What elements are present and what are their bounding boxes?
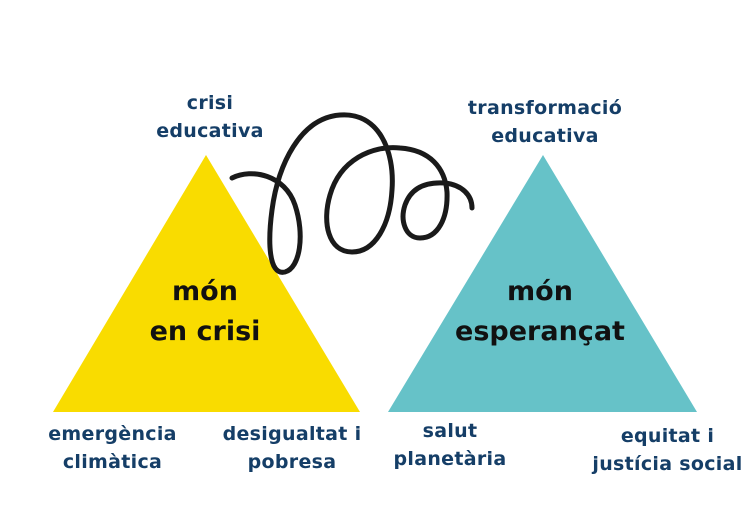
hope-title-line1: món [507,276,573,307]
label-crisi-educativa: crisi educativa [156,92,264,142]
label-salut-planetaria: salut planetària [393,420,507,470]
hope-title-line2: esperançat [455,316,625,347]
label-transformacio-educativa: transformació educativa [467,97,623,147]
label-desigualtat-pobresa: desigualtat i pobresa [222,423,362,473]
hope-triangle-title: món esperançat [440,272,640,352]
label-equitat-justicia-social: equitat i justícia social [592,425,743,475]
label-emergencia-climatica: emergència climàtica [48,423,177,473]
spiral-loop-icon [229,112,475,275]
crisis-triangle [53,155,360,412]
crisis-title-line2: en crisi [149,316,261,347]
crisis-triangle-title: món en crisi [135,272,275,352]
hope-triangle [388,155,697,412]
crisis-title-line1: món [172,276,238,307]
